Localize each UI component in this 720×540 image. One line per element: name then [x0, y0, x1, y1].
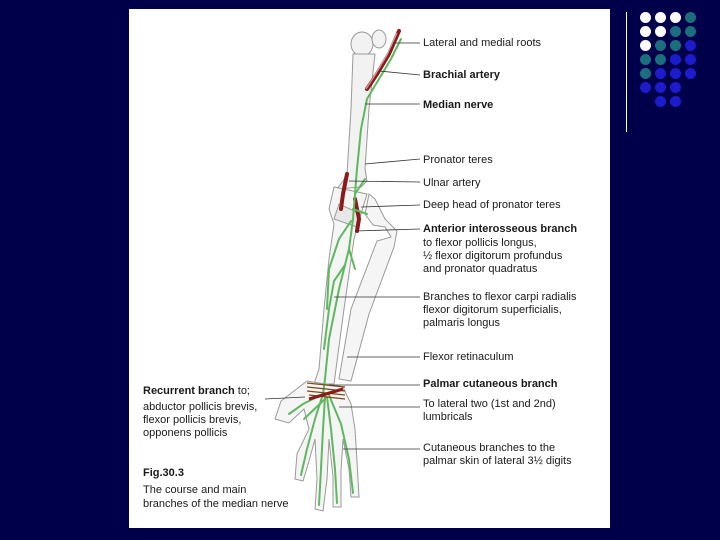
- figure-number: Fig.30.3: [143, 467, 184, 480]
- deco-dot: [655, 96, 666, 107]
- deco-dot: [670, 40, 681, 51]
- label-cutaneous-branches: Cutaneous branches to the palmar skin of…: [423, 442, 572, 468]
- deco-dot: [640, 26, 651, 37]
- deco-dot: [640, 54, 651, 65]
- label-brachial-artery: Brachial artery: [423, 69, 500, 82]
- deco-dot: [670, 68, 681, 79]
- deco-dot: [670, 54, 681, 65]
- deco-dot: [640, 68, 651, 79]
- deco-dot: [655, 26, 666, 37]
- deco-dot: [655, 12, 666, 23]
- humerus-bone: [337, 30, 386, 189]
- deco-vertical-line: [626, 12, 627, 132]
- label-ulnar-artery: Ulnar artery: [423, 177, 480, 190]
- deco-dot: [685, 40, 696, 51]
- deco-dot: [685, 26, 696, 37]
- label-recurrent-branch-rest: to;: [235, 385, 250, 397]
- label-recurrent-branch-bold: Recurrent branch: [143, 385, 235, 397]
- label-flexor-retinaculum: Flexor retinaculum: [423, 351, 513, 364]
- deco-dot: [640, 12, 651, 23]
- deco-dot: [640, 40, 651, 51]
- label-lumbricals: To lateral two (1st and 2nd) lumbricals: [423, 398, 556, 424]
- anatomy-figure: Lateral and medial roots Brachial artery…: [129, 9, 610, 528]
- label-anterior-interosseous-detail: to flexor pollicis longus, ½ flexor digi…: [423, 237, 562, 276]
- deco-dot: [640, 82, 651, 93]
- deco-dot: [685, 12, 696, 23]
- label-branches-flexor: Branches to flexor carpi radialis flexor…: [423, 291, 576, 330]
- deco-dot: [655, 68, 666, 79]
- deco-dot: [670, 82, 681, 93]
- deco-dot: [655, 54, 666, 65]
- label-recurrent-detail: abductor pollicis brevis, flexor pollici…: [143, 401, 257, 440]
- label-deep-head: Deep head of pronator teres: [423, 199, 561, 212]
- label-lateral-medial-roots: Lateral and medial roots: [423, 37, 541, 50]
- label-median-nerve: Median nerve: [423, 99, 493, 112]
- deco-dot: [670, 12, 681, 23]
- figure-caption: The course and main branches of the medi…: [143, 483, 289, 511]
- deco-dot: [655, 82, 666, 93]
- label-pronator-teres: Pronator teres: [423, 154, 493, 167]
- deco-dot: [655, 40, 666, 51]
- label-palmar-cutaneous: Palmar cutaneous branch: [423, 378, 558, 391]
- label-recurrent-branch: Recurrent branch to;: [143, 385, 250, 398]
- deco-dot-grid: [640, 12, 712, 112]
- deco-dot: [685, 68, 696, 79]
- deco-dot: [670, 96, 681, 107]
- deco-dot: [670, 26, 681, 37]
- label-anterior-interosseous: Anterior interosseous branch: [423, 223, 577, 236]
- deco-dot: [685, 54, 696, 65]
